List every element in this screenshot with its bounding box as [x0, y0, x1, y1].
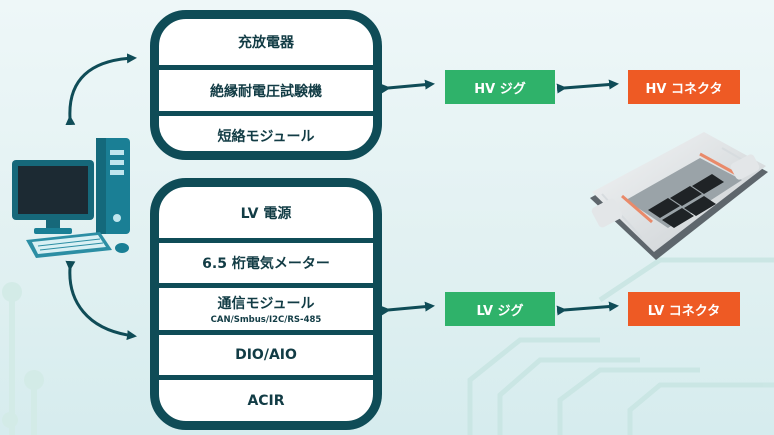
lv-item-comm-module: 通信モジュール CAN/Smbus/I2C/RS-485 — [159, 283, 373, 330]
hv-item-label: 充放電器 — [238, 35, 294, 51]
hv-jig-label: HV ジグ — [474, 81, 526, 97]
hv-connector-label: HV コネクタ — [645, 81, 723, 97]
lv-connector-label: LV コネクタ — [647, 303, 721, 319]
hv-item-charger: 充放電器 — [159, 19, 373, 65]
hv-equipment-stack: 充放電器 絶縁耐電圧試験機 短絡モジュール — [150, 10, 382, 160]
arrow-hv-stack-to-jig — [380, 79, 435, 94]
lv-item-label: ACIR — [247, 392, 285, 409]
lv-jig-label: LV ジグ — [476, 303, 524, 319]
hv-item-short-circuit-module: 短絡モジュール — [159, 111, 373, 151]
arrow-computer-to-lv-stack — [65, 260, 137, 341]
computer-icon — [12, 138, 130, 258]
lv-item-dio-aio: DIO/AIO — [159, 330, 373, 375]
lv-item-power-supply: LV 電源 — [159, 187, 373, 238]
hv-item-insulation-tester: 絶縁耐電圧試験機 — [159, 65, 373, 111]
hv-jig-box: HV ジグ — [445, 70, 555, 104]
arrow-lv-stack-to-jig — [380, 301, 435, 316]
hv-connector-box: HV コネクタ — [628, 70, 740, 104]
lv-equipment-stack: LV 電源 6.5 桁電気メーター 通信モジュール CAN/Smbus/I2C/… — [150, 178, 382, 430]
lv-item-label: DIO/AIO — [235, 347, 297, 363]
battery-pack-image — [590, 132, 768, 260]
hv-item-label: 短絡モジュール — [217, 129, 315, 145]
lv-item-multimeter: 6.5 桁電気メーター — [159, 238, 373, 283]
lv-item-label: 6.5 桁電気メーター — [202, 256, 330, 272]
hv-item-label: 絶縁耐電圧試験機 — [210, 83, 322, 100]
lv-item-label: 通信モジュール — [217, 296, 315, 312]
arrow-hv-jig-to-connector — [556, 79, 619, 94]
lv-item-sublabel: CAN/Smbus/I2C/RS-485 — [210, 315, 322, 325]
lv-item-acir: ACIR — [159, 375, 373, 421]
arrow-lv-jig-to-connector — [556, 301, 619, 316]
lv-jig-box: LV ジグ — [445, 292, 555, 326]
arrow-computer-to-hv-stack — [65, 53, 137, 126]
lv-connector-box: LV コネクタ — [628, 292, 740, 326]
lv-item-label: LV 電源 — [240, 205, 292, 222]
